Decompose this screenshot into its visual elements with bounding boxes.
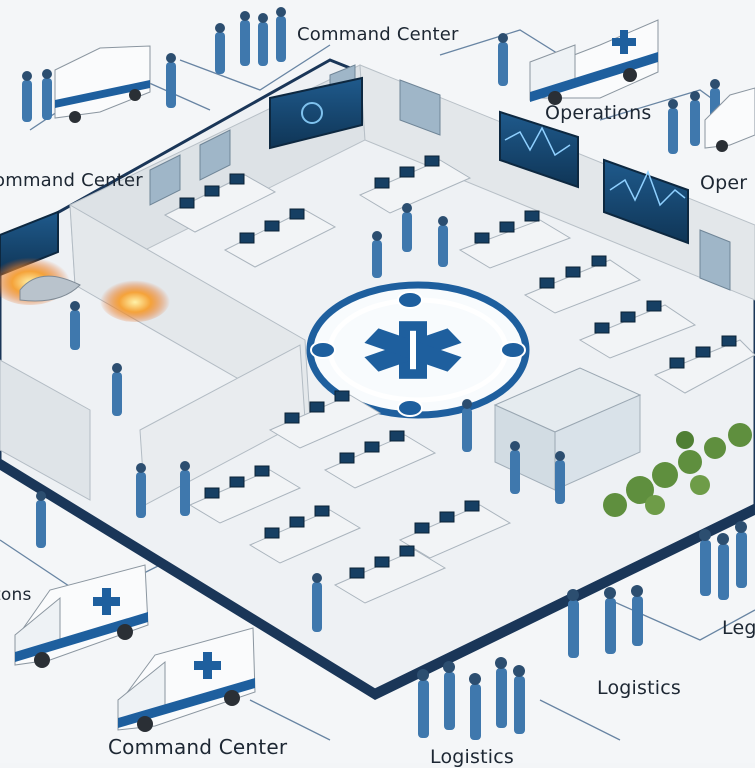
desk-monitors (179, 155, 737, 579)
staff-bottom (417, 521, 747, 740)
label-logistics-bottom: Logistics (430, 746, 514, 768)
partition-wall-c (0, 359, 91, 501)
desk-row-front (188, 394, 512, 604)
wall-monitors (0, 76, 689, 277)
label-operations-top: Operations (545, 102, 652, 124)
label-command-center-top: Command Center (297, 24, 459, 45)
label-command-center-left: ommand Center (0, 170, 143, 191)
ambulance-top-right (704, 87, 755, 152)
ambulance-bottom-center (117, 627, 256, 732)
star-of-life-emblem (306, 281, 530, 419)
fire-incident (0, 255, 170, 322)
label-logistics-mid: Logistics (597, 677, 681, 699)
staff-floor (36, 203, 565, 632)
ambulance-top-center (529, 19, 659, 105)
label-logistics-right: Leg (722, 617, 755, 639)
staff-figures (22, 7, 747, 740)
label-operations-left: tons (0, 585, 32, 605)
ambulance-top-left (54, 45, 151, 123)
glass-office (493, 367, 642, 491)
desk-row-back-right (358, 159, 755, 394)
plants (603, 423, 752, 517)
ambulance-bottom-left (14, 564, 149, 668)
staff-top (22, 7, 720, 154)
workstations (163, 159, 755, 604)
label-command-center-bottom: Command Center (108, 735, 288, 759)
label-operations-right: Oper (700, 172, 748, 194)
